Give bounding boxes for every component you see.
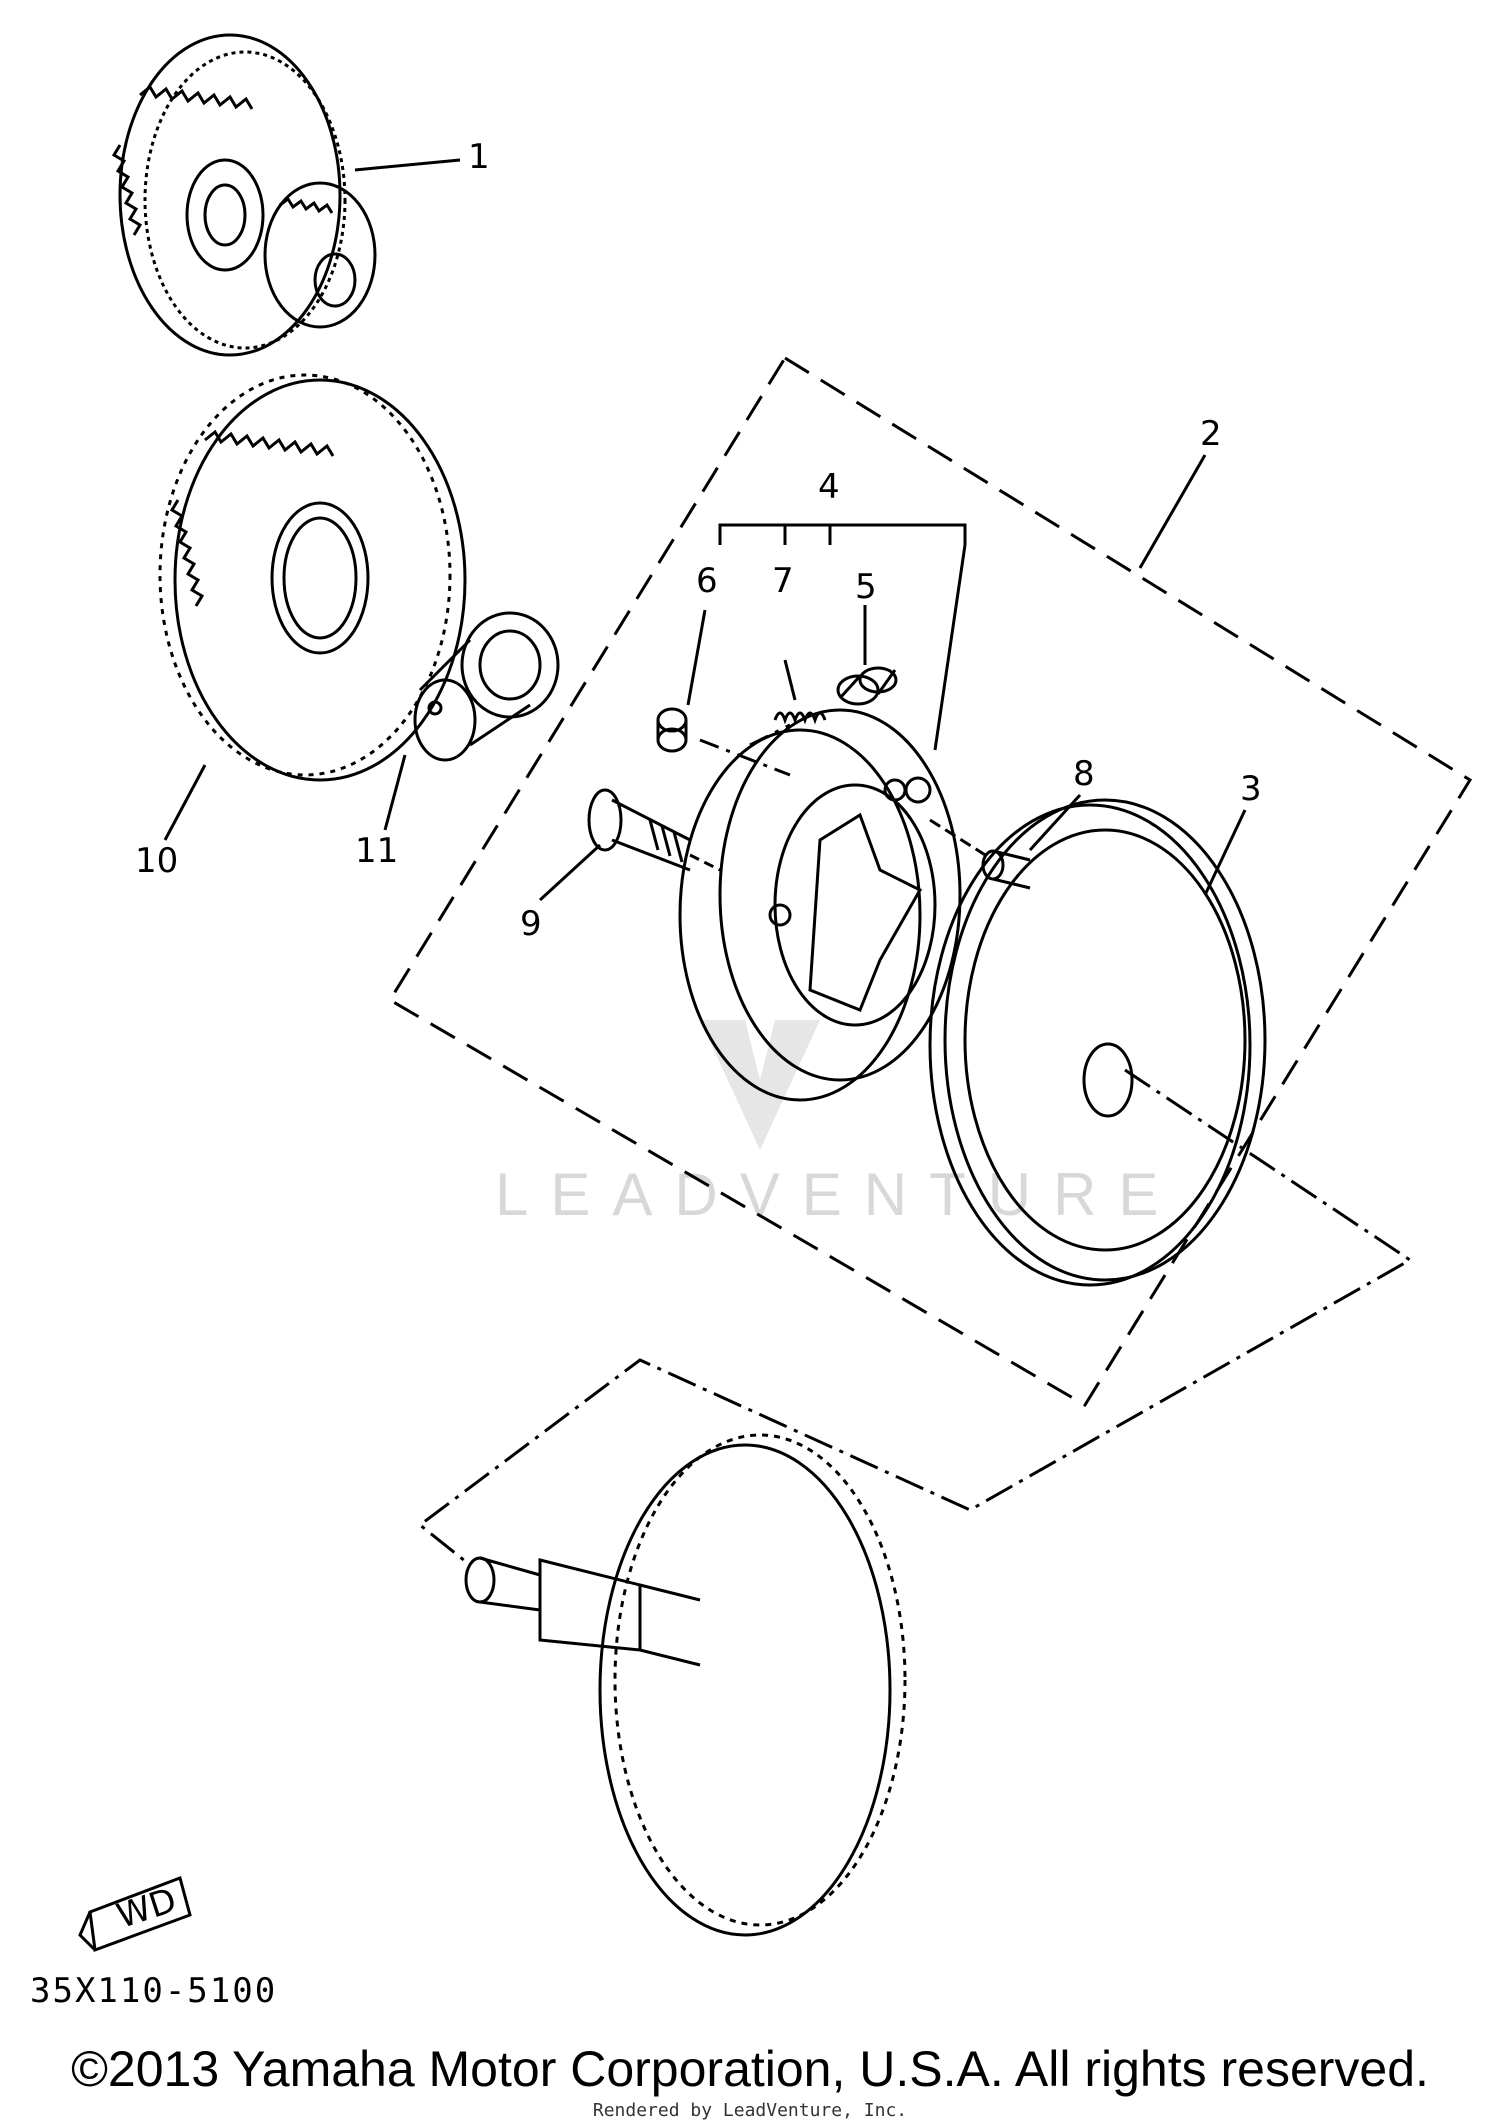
part-6-roller — [656, 707, 688, 753]
clutch-body — [678, 708, 962, 1102]
callout-10: 10 — [135, 841, 178, 881]
leader-10 — [163, 764, 207, 841]
part-9-bolt — [587, 788, 721, 872]
bracket-4 — [718, 523, 967, 751]
axis-line — [417, 1068, 1413, 1567]
callout-8: 8 — [1073, 754, 1095, 794]
crank-shaft — [464, 1433, 907, 1937]
diagram-code: 35X110-5100 — [30, 1971, 277, 2011]
callout-2: 2 — [1200, 414, 1222, 454]
callout-1: 1 — [468, 137, 490, 177]
leader-11 — [383, 754, 407, 831]
part-5-plunger — [836, 666, 898, 706]
callout-4: 4 — [818, 467, 840, 507]
leader-1 — [354, 158, 461, 172]
leader-8 — [1028, 793, 1082, 852]
fwd-arrow-icon — [78, 1876, 192, 1953]
watermark-text: LEADVENTURE — [495, 1161, 1180, 1228]
part-3-housing — [928, 798, 1267, 1287]
copyright-notice: ©2013 Yamaha Motor Corporation, U.S.A. A… — [71, 2041, 1429, 2097]
watermark: LEADVENTURE — [495, 1020, 1180, 1228]
callout-5: 5 — [855, 567, 877, 607]
callout-9: 9 — [520, 904, 542, 944]
part-11-collar — [413, 611, 560, 762]
part-7-spring — [773, 659, 827, 725]
callout-6: 6 — [696, 561, 718, 601]
leader-2 — [1138, 454, 1207, 569]
callout-11: 11 — [355, 831, 398, 871]
fwd-label: WD — [112, 1880, 181, 1937]
callout-3: 3 — [1240, 769, 1262, 809]
leader-9 — [538, 843, 602, 902]
rendered-by-notice: Rendered by LeadVenture, Inc. — [592, 2100, 908, 2121]
leader-6 — [686, 609, 707, 706]
callout-7: 7 — [772, 561, 794, 601]
assembly-2-outline — [387, 355, 1473, 1408]
part-10-gear — [158, 373, 467, 782]
leader-3 — [1203, 809, 1247, 896]
watermark-logo — [700, 1020, 820, 1150]
part-1-gear — [111, 33, 377, 357]
